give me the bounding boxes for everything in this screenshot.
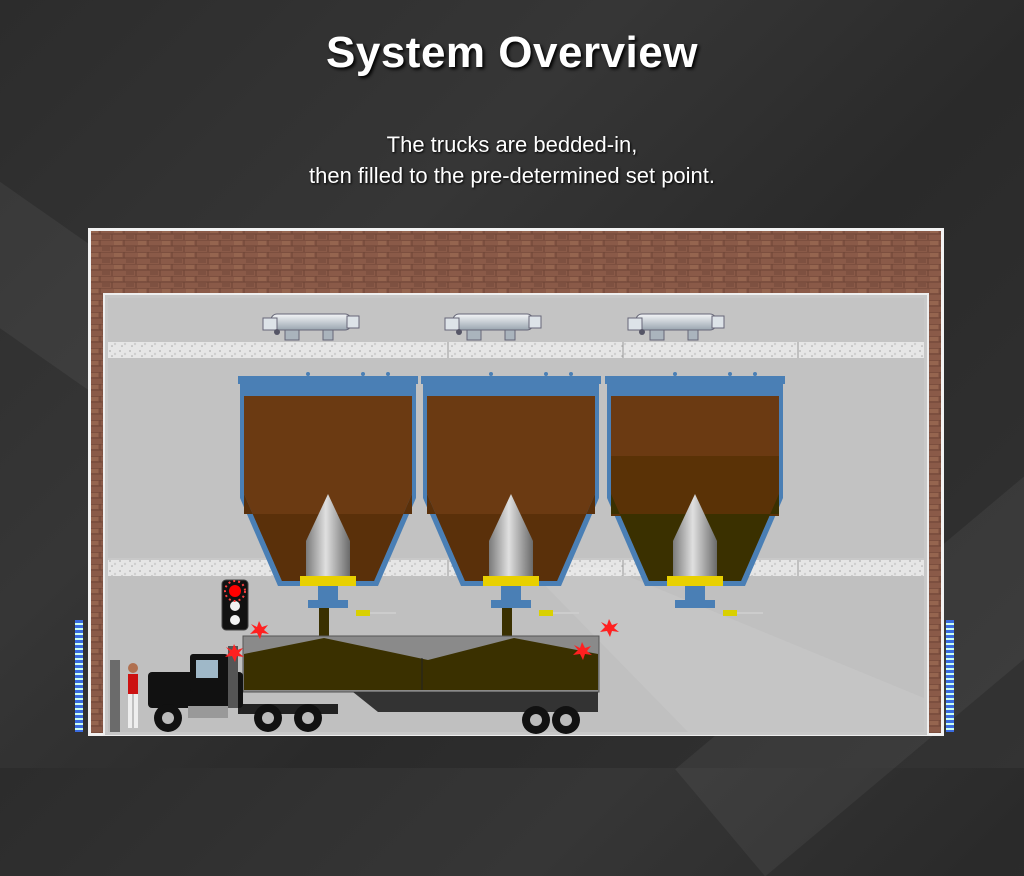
slide-subtitle-line-2: then filled to the pre-determined set po… (308, 163, 716, 188)
silo-facility-diagram (74, 228, 944, 737)
silo-bin-1 (238, 372, 418, 616)
scale-bar-right (946, 620, 954, 732)
silo-bin-3 (605, 372, 785, 616)
wheels (154, 704, 580, 734)
silo-bin-2 (421, 372, 601, 616)
material-stream (319, 608, 329, 638)
bulk-trailer (238, 635, 600, 714)
sensor-indicator (225, 619, 619, 662)
scale-bar-left (75, 620, 83, 732)
slide-subtitle-line-1: The trucks are bedded-in, (386, 132, 638, 157)
screw-conveyor-icon (627, 313, 725, 341)
screw-conveyor-icon (444, 313, 542, 341)
slide-title: System Overview (326, 28, 698, 77)
screw-conveyor-icon (262, 313, 360, 341)
upper-floor-slab (108, 342, 924, 358)
person-icon (110, 660, 138, 732)
truck-cab (148, 646, 243, 718)
traffic-light-icon (221, 579, 249, 631)
material-stream (502, 608, 512, 638)
